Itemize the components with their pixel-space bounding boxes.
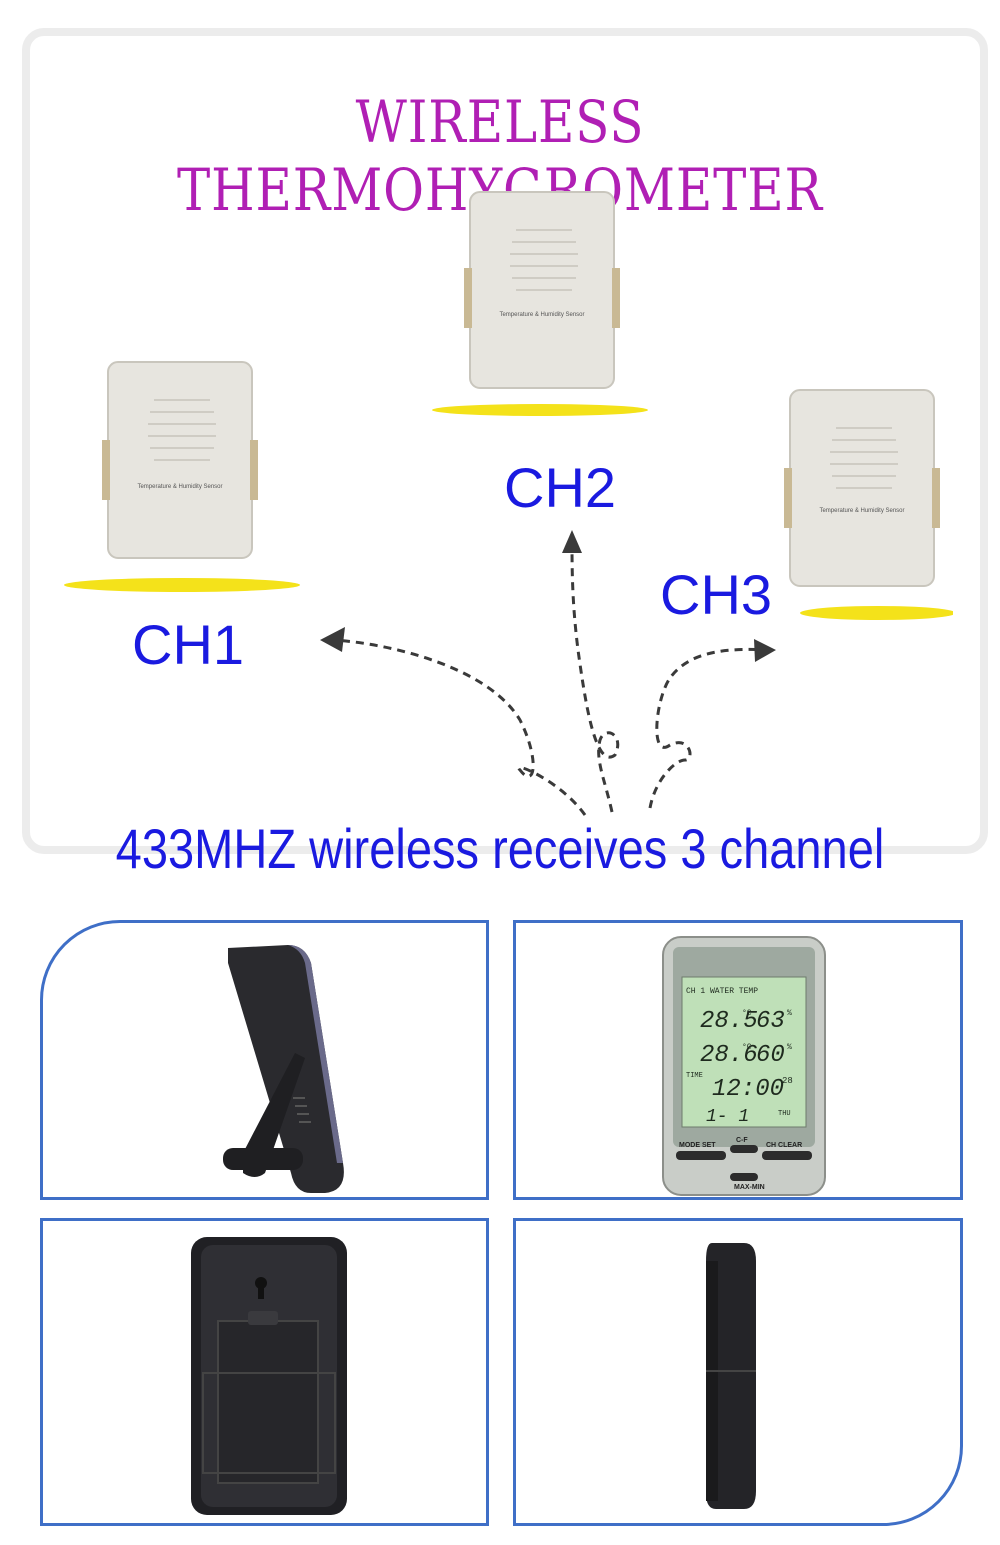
lcd-hum-2: 60	[756, 1042, 785, 1069]
lcd-unit-1: °C	[742, 1009, 752, 1018]
label-ch2: CH2	[504, 456, 617, 519]
c-f-button[interactable]	[730, 1145, 758, 1153]
frame-back-view	[40, 1218, 489, 1526]
mode-set-button[interactable]	[676, 1151, 726, 1160]
label-ch3: CH3	[660, 563, 773, 626]
frame-side-view	[40, 920, 489, 1200]
frame-narrow-side-view	[513, 1218, 963, 1526]
frame-front-view: CH 1 WATER TEMP 28.5 °C 63 % 28.6 °C 60 …	[513, 920, 963, 1200]
label-ch1: CH1	[132, 613, 245, 676]
sensor-ch3-label: Temperature & Humidity Sensor	[819, 508, 904, 514]
receiver-side-stand-image	[223, 945, 344, 1193]
sensor-ch1: Temperature & Humidity Sensor	[64, 361, 300, 592]
sensor-ch2: Temperature & Humidity Sensor	[432, 191, 648, 416]
lcd-pct-2: %	[787, 1043, 792, 1052]
label-c-f: C-F	[736, 1137, 748, 1144]
signal-arrows	[320, 530, 776, 816]
label-max-min: MAX-MIN	[734, 1184, 765, 1191]
sensor-ch2-label: Temperature & Humidity Sensor	[499, 312, 584, 318]
lcd-seconds: 28	[782, 1076, 793, 1086]
label-ch-clear: CH CLEAR	[766, 1142, 802, 1149]
lcd-header: CH 1 WATER TEMP	[686, 987, 758, 996]
lcd-temp-2: 28.6	[700, 1042, 758, 1069]
lcd-time-label: TIME	[686, 1072, 703, 1080]
receiver-front-display: CH 1 WATER TEMP 28.5 °C 63 % 28.6 °C 60 …	[662, 936, 826, 1196]
lcd-hum-1: 63	[756, 1008, 785, 1035]
lcd-day: THU	[778, 1110, 791, 1118]
sensor-ch1-label: Temperature & Humidity Sensor	[137, 484, 222, 490]
lcd-pct-1: %	[787, 1009, 792, 1018]
label-mode-set: MODE SET	[679, 1142, 716, 1149]
receiver-narrow-side-image	[706, 1243, 756, 1509]
receiver-back-image	[191, 1237, 347, 1515]
lcd-date: 1- 1	[706, 1107, 749, 1127]
ch-clear-button[interactable]	[762, 1151, 812, 1160]
caption-433mhz: 433MHZ wireless receives 3 channel	[115, 817, 885, 880]
lcd-time: 12:00	[712, 1076, 784, 1103]
sensor-ch3: Temperature & Humidity Sensor	[784, 389, 953, 620]
lcd-unit-2: °C	[742, 1043, 752, 1052]
max-min-button[interactable]	[730, 1173, 758, 1181]
lcd-temp-1: 28.5	[700, 1008, 758, 1035]
